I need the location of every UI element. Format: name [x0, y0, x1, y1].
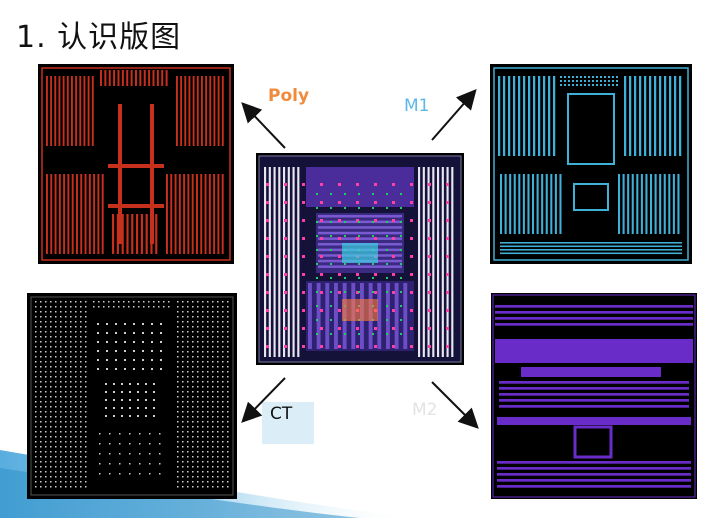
arrow-to-poly-icon — [241, 102, 286, 149]
ct-label: CT — [262, 402, 314, 444]
decorative-wave — [0, 450, 420, 518]
m2-layout-image — [491, 293, 697, 499]
poly-label: Poly — [268, 86, 310, 106]
m2-label: M2 — [412, 400, 438, 420]
arrow-to-m1-icon — [431, 88, 477, 141]
m1-layout-image — [490, 64, 692, 264]
m1-label: M1 — [404, 96, 430, 116]
slide-title: 1. 认识版图 — [16, 20, 182, 55]
full-layout-image — [256, 153, 464, 365]
ct-layout-image — [27, 293, 237, 499]
poly-layout-image — [38, 64, 234, 264]
arrow-to-m2-icon — [431, 381, 479, 429]
